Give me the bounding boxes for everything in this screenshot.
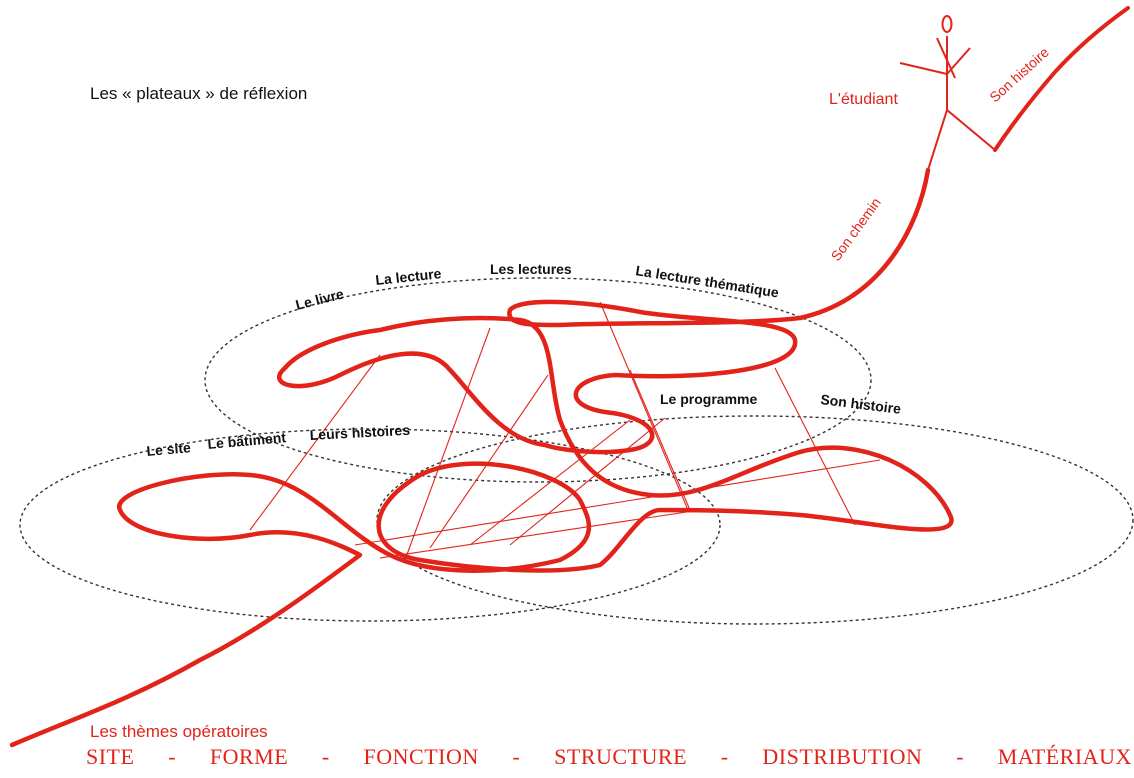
right-label-histoire: Son histoire <box>820 391 902 417</box>
theme-separator: - <box>168 744 177 769</box>
page-title: Les « plateaux » de réflexion <box>90 84 308 103</box>
theme-separator: - <box>321 744 330 769</box>
theme-item: FORME <box>209 744 289 769</box>
student-figure <box>899 15 996 171</box>
theme-separator: - <box>720 744 729 769</box>
student-label: L'étudiant <box>829 91 898 108</box>
left-label-histoires: Leurs histoires <box>309 422 410 443</box>
theme-item: MATÉRIAUX <box>997 744 1132 769</box>
upper-plateau-ellipse <box>204 277 872 483</box>
upper-label-lecture: La lecture <box>375 265 443 288</box>
left-label-batiment: Le bâtiment <box>207 429 287 452</box>
theme-item: STRUCTURE <box>554 744 688 769</box>
history-label: Son histoire <box>986 44 1052 106</box>
themes-title: Les thèmes opératoires <box>90 722 268 741</box>
upper-label-lectures: Les lectures <box>490 261 572 277</box>
right-plateau-ellipse <box>376 415 1134 625</box>
left-label-site: Le site <box>146 439 192 459</box>
upper-label-thematique: La lecture thématique <box>635 262 781 300</box>
student-path <box>9 167 954 748</box>
left-plateau-ellipse <box>19 428 721 622</box>
right-label-programme: Le programme <box>660 391 757 407</box>
upper-label-livre: Le livre <box>294 285 346 312</box>
theme-item: FONCTION <box>363 744 479 769</box>
path-label: Son chemin <box>827 195 883 264</box>
theme-item: SITE <box>86 744 135 769</box>
theme-separator: - <box>956 744 965 769</box>
history-path <box>993 6 1130 152</box>
themes-list: SITE - FORME - FONCTION - STRUCTURE - DI… <box>86 744 1132 770</box>
student-head <box>941 15 953 33</box>
theme-item: DISTRIBUTION <box>762 744 923 769</box>
theme-separator: - <box>512 744 521 769</box>
